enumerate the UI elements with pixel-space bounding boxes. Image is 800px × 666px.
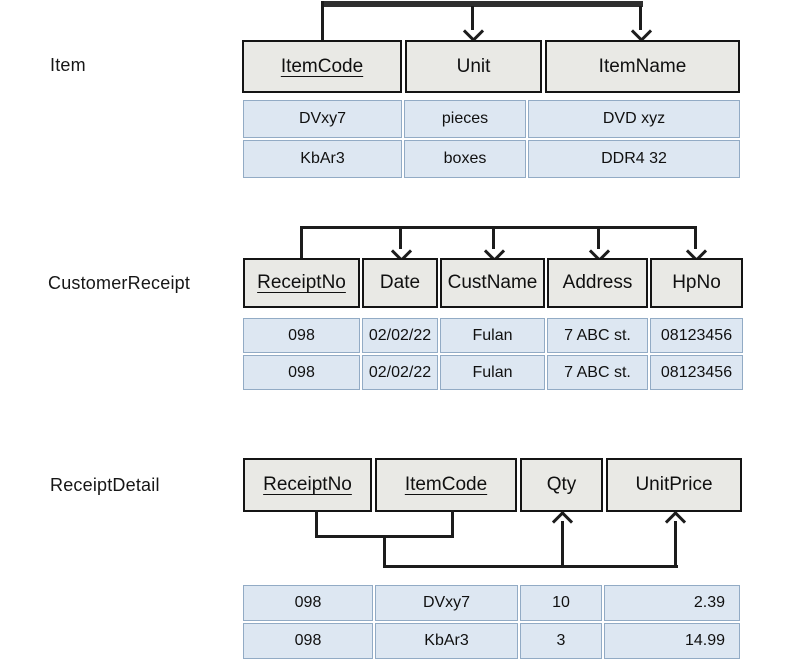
arrow-key-to-qty-head-icon (551, 510, 574, 533)
item-dependency-top-line (323, 1, 643, 7)
arrow-itemcode-to-unit-line (471, 6, 474, 30)
customerreceipt-cell: Fulan (440, 318, 545, 353)
receiptdetail-header-unitprice: UnitPrice (606, 458, 742, 512)
item-cell: boxes (404, 140, 526, 178)
item-cell: DDR4 32 (528, 140, 740, 178)
customerreceipt-cell: 08123456 (650, 318, 743, 353)
arrow-receiptno-to-date-line (399, 229, 402, 249)
composite-key-bracket-left-line (315, 510, 318, 537)
arrow-receiptno-to-address-line (597, 229, 600, 249)
receiptdetail-cell: 14.99 (604, 623, 740, 659)
item-data-table: DVxy7 pieces DVD xyz KbAr3 boxes DDR4 32 (243, 100, 740, 178)
receiptdetail-table-label: ReceiptDetail (50, 475, 160, 495)
customerreceipt-key-connector-line (300, 226, 303, 258)
arrow-key-to-unitprice-head-icon (664, 510, 687, 533)
receiptdetail-cell: 098 (243, 585, 373, 621)
arrow-itemcode-to-itemname-head-icon (630, 20, 653, 43)
item-key-connector-line (321, 1, 324, 40)
receiptdetail-dependency-bottom-line (383, 565, 678, 568)
customerreceipt-dependency-top-line (300, 226, 697, 229)
receiptdetail-data-table: 098 DVxy7 10 2.39 098 KbAr3 3 14.99 (243, 585, 740, 659)
composite-key-bracket-bottom-line (315, 535, 454, 538)
item-cell: DVD xyz (528, 100, 740, 138)
receiptdetail-header-row: ReceiptNo ItemCode Qty UnitPrice (243, 458, 742, 512)
item-header-itemcode: ItemCode (242, 40, 402, 93)
customerreceipt-header-date: Date (362, 258, 438, 308)
arrow-itemcode-to-unit-head-icon (462, 20, 485, 43)
receiptdetail-cell: 2.39 (604, 585, 740, 621)
receiptdetail-header-itemcode: ItemCode (375, 458, 517, 512)
table-row: 098 KbAr3 3 14.99 (243, 623, 740, 659)
customerreceipt-cell: 7 ABC st. (547, 318, 648, 353)
receiptdetail-cell: KbAr3 (375, 623, 518, 659)
item-table-label: Item (50, 55, 86, 75)
receiptdetail-cell: 10 (520, 585, 602, 621)
table-row: KbAr3 boxes DDR4 32 (243, 140, 740, 178)
receiptdetail-cell: 098 (243, 623, 373, 659)
customerreceipt-cell: 098 (243, 318, 360, 353)
composite-key-stem-line (383, 537, 386, 568)
arrow-receiptno-to-custname-line (492, 229, 495, 249)
table-row: 098 02/02/22 Fulan 7 ABC st. 08123456 (243, 355, 743, 390)
arrow-receiptno-to-hpno-line (694, 229, 697, 249)
customerreceipt-header-receiptno: ReceiptNo (243, 258, 360, 308)
arrow-key-to-qty-line (561, 521, 564, 567)
customerreceipt-cell: 02/02/22 (362, 355, 438, 390)
customerreceipt-cell: 02/02/22 (362, 318, 438, 353)
customerreceipt-cell: Fulan (440, 355, 545, 390)
composite-key-bracket-right-line (451, 510, 454, 538)
item-header-row: ItemCode Unit ItemName (242, 40, 740, 93)
arrow-key-to-unitprice-line (674, 521, 677, 567)
receiptdetail-header-receiptno: ReceiptNo (243, 458, 372, 512)
customerreceipt-header-address: Address (547, 258, 648, 308)
customerreceipt-data-table: 098 02/02/22 Fulan 7 ABC st. 08123456 09… (243, 318, 743, 390)
customerreceipt-header-row: ReceiptNo Date CustName Address HpNo (243, 258, 743, 308)
table-row: 098 DVxy7 10 2.39 (243, 585, 740, 621)
table-row: DVxy7 pieces DVD xyz (243, 100, 740, 138)
customerreceipt-cell: 7 ABC st. (547, 355, 648, 390)
item-cell: KbAr3 (243, 140, 402, 178)
customerreceipt-header-custname: CustName (440, 258, 545, 308)
table-row: 098 02/02/22 Fulan 7 ABC st. 08123456 (243, 318, 743, 353)
item-header-itemname: ItemName (545, 40, 740, 93)
receiptdetail-header-qty: Qty (520, 458, 603, 512)
receiptdetail-cell: DVxy7 (375, 585, 518, 621)
customerreceipt-cell: 098 (243, 355, 360, 390)
arrow-itemcode-to-itemname-line (639, 6, 642, 30)
customerreceipt-table-label: CustomerReceipt (48, 273, 191, 293)
item-cell: pieces (404, 100, 526, 138)
item-header-unit: Unit (405, 40, 542, 93)
customerreceipt-cell: 08123456 (650, 355, 743, 390)
customerreceipt-header-hpno: HpNo (650, 258, 743, 308)
item-cell: DVxy7 (243, 100, 402, 138)
receiptdetail-cell: 3 (520, 623, 602, 659)
